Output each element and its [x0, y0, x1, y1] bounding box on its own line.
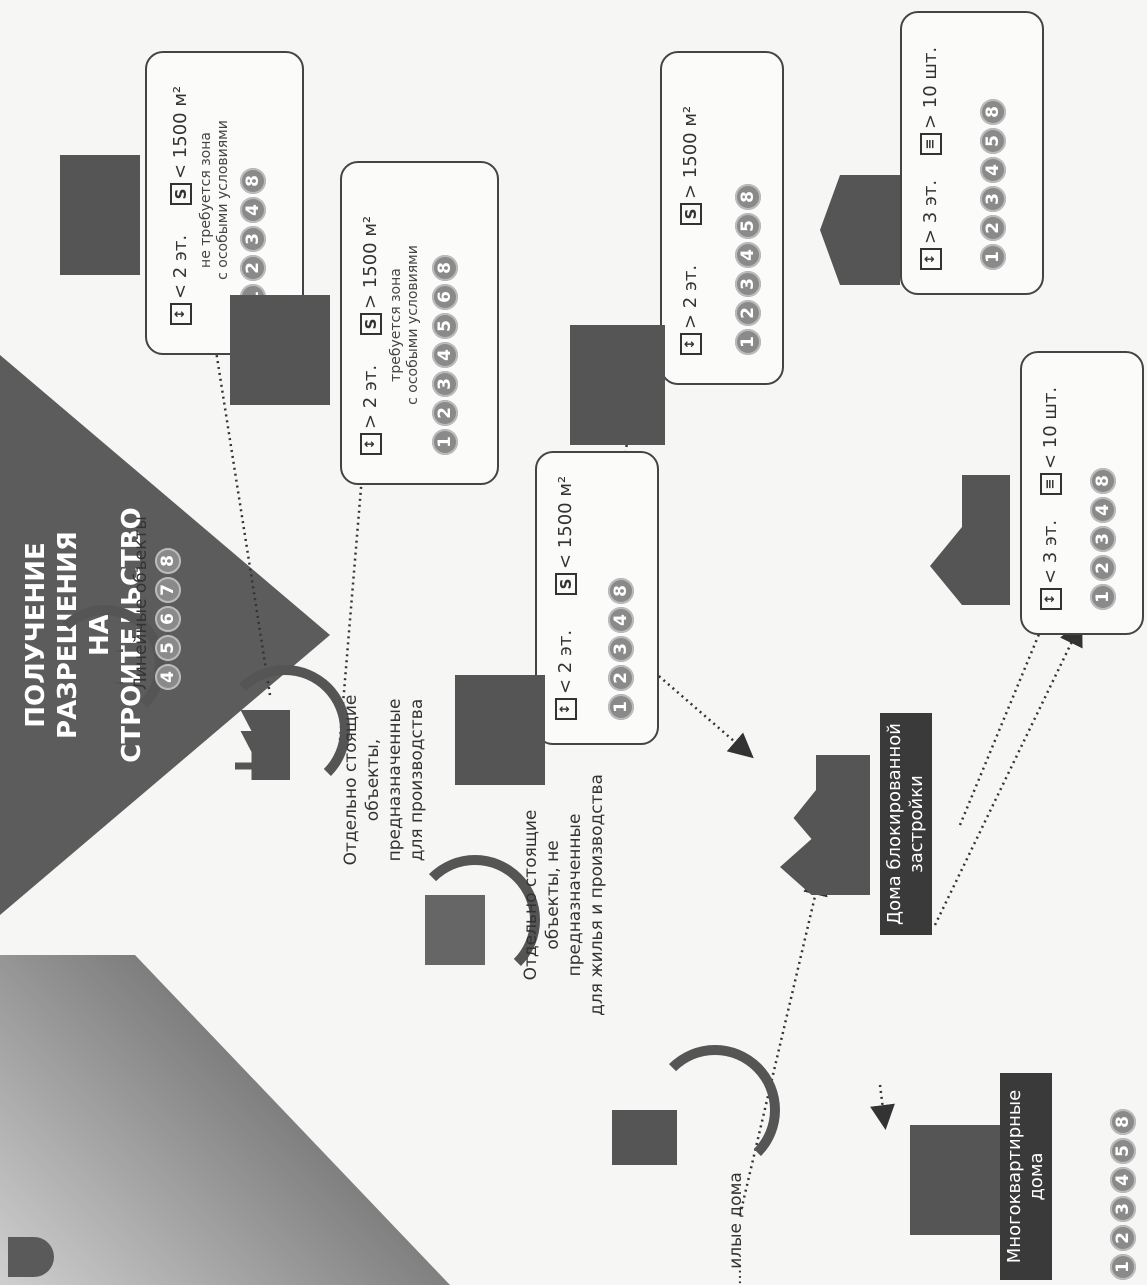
- card-n1: [535, 451, 659, 745]
- linear-label: Линейные объекты: [131, 516, 151, 690]
- card-n1-area: < 1500 м²: [555, 475, 576, 569]
- prod-label: Отдельно стоящие объекты, предназначенны…: [341, 694, 427, 866]
- count-icon: ≡: [1040, 473, 1062, 495]
- card-p2-floors: > 2 эт.: [360, 364, 381, 429]
- linear-badges: 4 5 6 7 8: [155, 548, 181, 690]
- area-icon: S: [170, 183, 192, 205]
- card-n2: [660, 51, 784, 385]
- floors-icon: ↕: [170, 303, 192, 325]
- industrial-building-icon: [60, 155, 140, 275]
- card-p2-area: > 1500 м²: [360, 215, 381, 309]
- card-b1-count: < 10 шт.: [1040, 386, 1061, 469]
- card-p1-badges: 1 2 3 4 8: [240, 168, 266, 310]
- mkd-badges: 1 2 3 4 5 8: [1110, 1109, 1136, 1280]
- card-b1-badges: 1 2 3 4 8: [1090, 468, 1116, 610]
- card-b2-count: > 10 шт.: [920, 46, 941, 129]
- card-n1-floors: < 2 эт.: [555, 629, 576, 694]
- card-b1-floors: < 3 эт.: [1040, 519, 1061, 584]
- factory-complex-icon: [230, 295, 330, 405]
- card-p1-floors: < 2 эт.: [170, 234, 191, 299]
- card-n1-badges: 1 2 3 4 8: [608, 578, 634, 720]
- office-building-icon: [455, 675, 545, 785]
- card-n2-area: > 1500 м²: [680, 105, 701, 199]
- card-b1: [1020, 351, 1144, 635]
- card-b2-badges: 1 2 3 4 5 8: [980, 99, 1006, 270]
- blocked-label: Дома блокированной застройки: [880, 713, 932, 935]
- highrise-building-icon: [570, 325, 665, 445]
- card-n2-floors: > 2 эт.: [680, 264, 701, 329]
- housing-label: ...илые дома: [726, 1172, 746, 1285]
- card-b2-floors: > 3 эт.: [920, 179, 941, 244]
- nonprod-label: Отдельно стоящие объекты, не предназначе…: [521, 774, 607, 1016]
- apartment-building-icon: [612, 1110, 677, 1165]
- mkd-label: Многоквартирные дома: [1000, 1073, 1052, 1280]
- card-n2-badges: 1 2 3 4 5 8: [735, 184, 761, 355]
- card-p2-badges: 1 2 3 4 5 6 8: [432, 255, 458, 455]
- warehouse-icon: [425, 895, 485, 965]
- card-p1-area: < 1500 м²: [170, 85, 191, 179]
